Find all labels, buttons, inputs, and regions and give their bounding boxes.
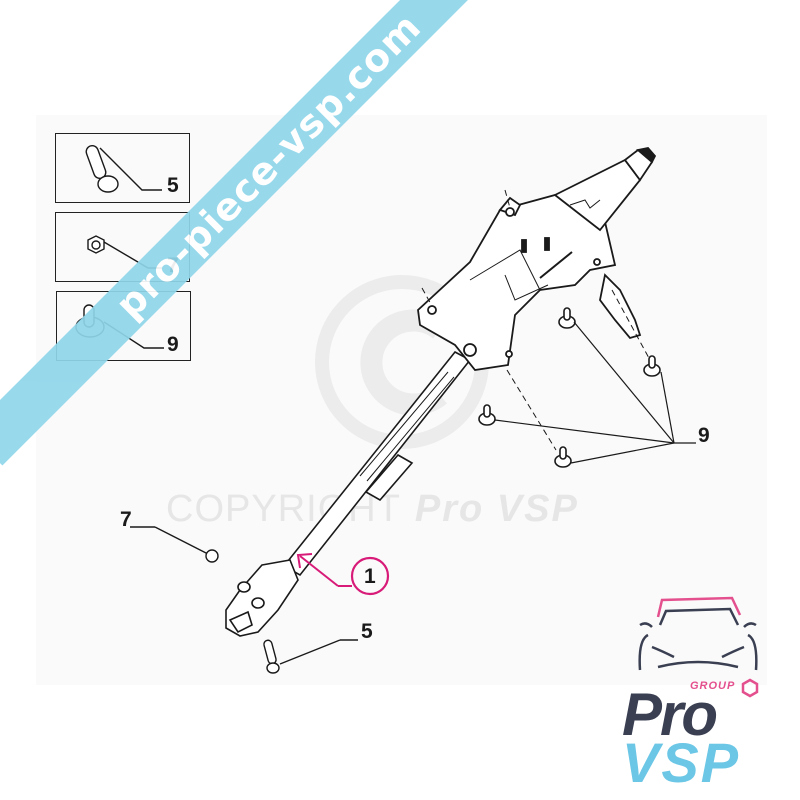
universal-joint [225,559,299,637]
bolt-icon [263,639,358,674]
callout-label-1: 1 [364,565,376,588]
copyright-brand: Pro VSP [414,488,579,530]
inset-bolt-drawing [85,144,162,193]
inset-number-9: 9 [167,333,179,356]
clip-icon [478,307,661,468]
provsp-logo: GROUP Pro VSP [600,585,790,791]
mounting-guides [421,189,651,451]
car-outline-icon [638,596,758,671]
logo-vsp-label: VSP [622,731,741,794]
callout-label-9: 9 [698,424,710,447]
highlight-callout-1 [296,553,390,596]
column-bracket [417,147,657,371]
callout-lines-9 [494,321,696,464]
logo-group-label: GROUP [690,680,736,692]
logo-pro-label: Pro [622,681,718,748]
inset-number-5: 5 [167,174,179,197]
nut-icon [130,526,219,563]
callout-label-5: 5 [361,620,373,643]
inset-part-5: 5 [55,133,190,203]
callout-label-7: 7 [120,508,132,531]
